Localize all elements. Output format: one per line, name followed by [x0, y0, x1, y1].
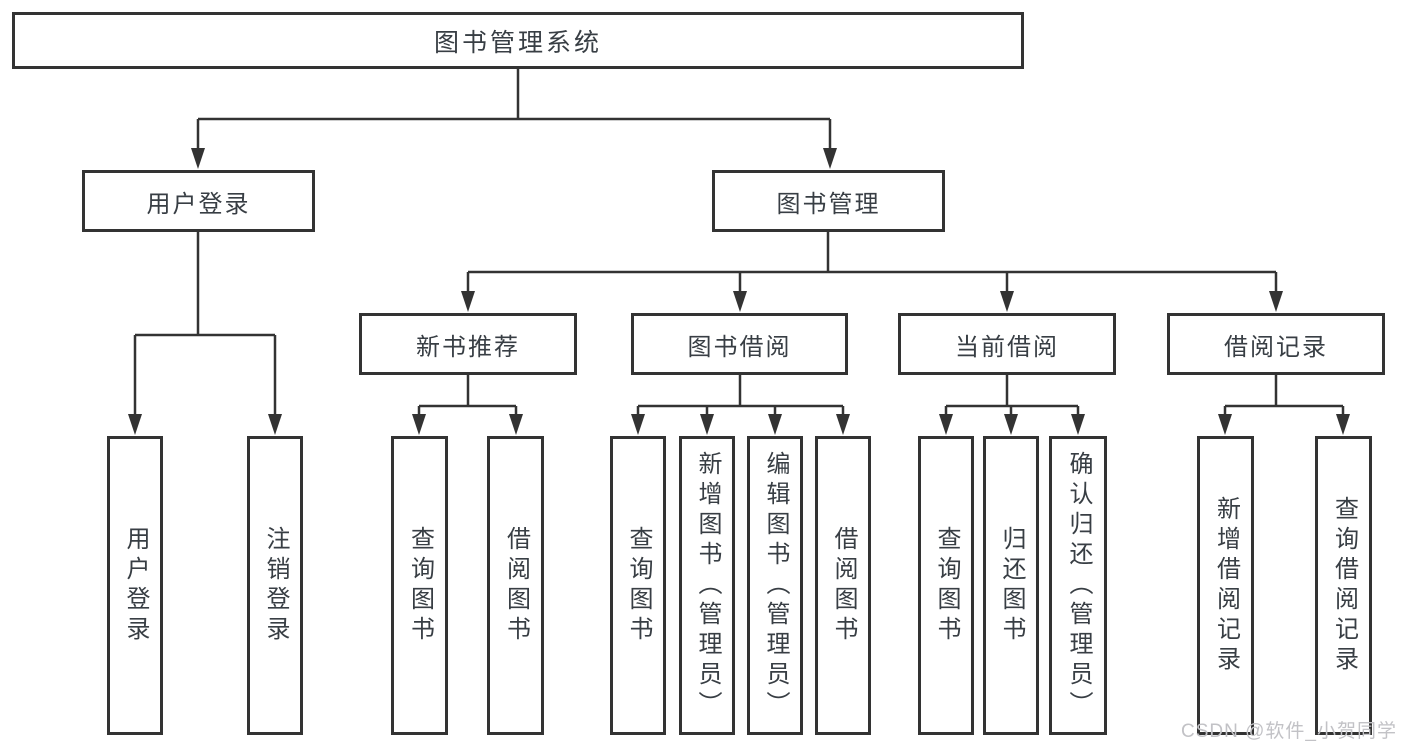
- leaf-query-books-current: 查询图书: [918, 436, 974, 735]
- edge-root-to-level2: [196, 69, 832, 150]
- arrowhead-icon: [268, 414, 282, 435]
- arrowhead-icon: [836, 414, 850, 435]
- edge-bookmgmt-to-level3: [466, 232, 1278, 293]
- edge-currentborrow-to-leaves: [944, 375, 1080, 416]
- arrowhead-icon: [509, 414, 523, 435]
- arrowhead-icon: [631, 414, 645, 435]
- leaf-query-books-recommend: 查询图书: [391, 436, 448, 735]
- leaf-query-books-borrow: 查询图书: [610, 436, 666, 735]
- leaf-borrow-books-recommend: 借阅图书: [487, 436, 544, 735]
- arrowhead-icon: [939, 414, 953, 435]
- arrowheads: [128, 148, 1350, 435]
- arrowhead-icon: [1071, 414, 1085, 435]
- arrowhead-icon: [461, 291, 475, 312]
- edge-userlogin-to-leaves: [133, 232, 277, 416]
- node-current-borrow: 当前借阅: [898, 313, 1116, 375]
- leaf-confirm-return-admin: 确认归还（管理员）: [1049, 436, 1107, 735]
- leaf-add-borrow-record: 新增借阅记录: [1197, 436, 1254, 735]
- node-borrow-records: 借阅记录: [1167, 313, 1385, 375]
- node-book-borrow: 图书借阅: [631, 313, 848, 375]
- node-new-book-recommend: 新书推荐: [359, 313, 577, 375]
- leaf-add-books-admin: 新增图书（管理员）: [679, 436, 735, 735]
- arrowhead-icon: [1004, 414, 1018, 435]
- node-book-management: 图书管理: [712, 170, 945, 232]
- leaf-edit-books-admin: 编辑图书（管理员）: [747, 436, 803, 735]
- arrowhead-icon: [768, 414, 782, 435]
- leaf-user-login: 用户登录: [107, 436, 163, 735]
- arrowhead-icon: [1218, 414, 1232, 435]
- edge-bookborrow-to-leaves: [636, 375, 845, 416]
- leaf-return-books: 归还图书: [983, 436, 1039, 735]
- arrowhead-icon: [191, 148, 205, 169]
- arrowhead-icon: [1269, 291, 1283, 312]
- node-user-login: 用户登录: [82, 170, 315, 232]
- arrowhead-icon: [128, 414, 142, 435]
- arrowhead-icon: [412, 414, 426, 435]
- csdn-watermark: CSDN @软件_小贺同学: [1181, 721, 1397, 742]
- leaf-query-borrow-record: 查询借阅记录: [1315, 436, 1372, 735]
- edge-newbook-to-leaves: [417, 375, 518, 416]
- leaf-logout-login: 注销登录: [247, 436, 303, 735]
- leaf-borrow-books: 借阅图书: [815, 436, 871, 735]
- arrowhead-icon: [823, 148, 837, 169]
- arrowhead-icon: [700, 414, 714, 435]
- arrowhead-icon: [1000, 291, 1014, 312]
- edge-borrowrecords-to-leaves: [1223, 375, 1345, 416]
- arrowhead-icon: [733, 291, 747, 312]
- node-library-system: 图书管理系统: [12, 12, 1024, 69]
- arrowhead-icon: [1336, 414, 1350, 435]
